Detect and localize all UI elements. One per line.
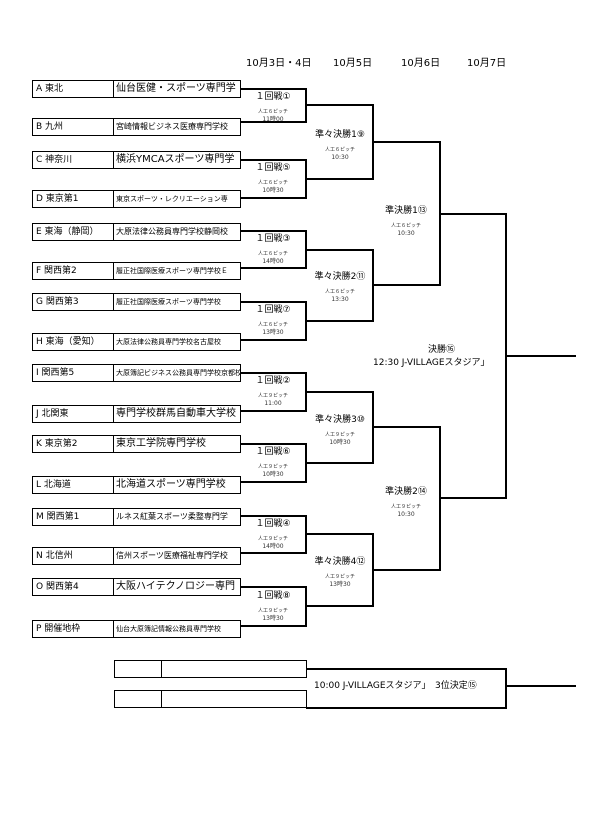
quarterfinal-match-time: 10:30 xyxy=(331,154,349,161)
quarterfinal-match-label: 準々決勝3⑩ xyxy=(315,415,365,425)
quarterfinal-match-venue: 人工６ピッチ xyxy=(324,289,356,295)
round1-match-time: 13時30 xyxy=(262,615,284,622)
quarterfinal-match-label: 準々決勝2⑪ xyxy=(314,272,366,282)
team-region: P 開催地枠 xyxy=(32,620,114,638)
round1-match-venue: 人工９ピッチ xyxy=(257,464,289,470)
quarterfinal-match-venue: 人工６ピッチ xyxy=(324,147,356,153)
round1-match-venue: 人工９ピッチ xyxy=(257,608,289,614)
round1-match-label: １回戦⑥ xyxy=(255,447,291,457)
round1-match-time: 11時00 xyxy=(262,116,284,123)
team-region: F 関西第2 xyxy=(32,262,114,280)
round1-match-venue: 人工９ピッチ xyxy=(257,536,289,542)
final-detail: 12:30 J-VILLAGEスタジア」 xyxy=(373,358,490,368)
team-region: J 北関東 xyxy=(32,405,114,423)
team-school: 大原法律公務員専門学校静岡校 xyxy=(113,223,241,241)
team-region: K 東京第2 xyxy=(32,435,114,453)
round1-match-venue: 人工６ピッチ xyxy=(257,180,289,186)
team-school: 東京スポーツ・レクリエーション専 xyxy=(113,190,241,208)
quarterfinal-match-label: 準々決勝4⑫ xyxy=(314,557,366,567)
team-school: 大阪ハイテクノロジー専門 xyxy=(113,578,241,596)
team-school: 仙台医健・スポーツ専門学 xyxy=(113,80,241,98)
quarterfinal-match-venue: 人工９ピッチ xyxy=(324,432,356,438)
team-region: O 関西第4 xyxy=(32,578,114,596)
team-school: 東京工学院専門学校 xyxy=(113,435,241,453)
semifinal-match-label: 準決勝2⑭ xyxy=(385,487,427,497)
team-school: 履正社国際医療スポーツ専門学校 xyxy=(113,293,241,311)
team-region: E 東海（静岡） xyxy=(32,223,114,241)
team-school: 専門学校群馬自動車大学校 xyxy=(113,405,241,423)
round1-match-venue: 人工６ピッチ xyxy=(257,109,289,115)
round1-match-time: 10時30 xyxy=(262,471,284,478)
round1-match-venue: 人工６ピッチ xyxy=(257,251,289,257)
team-region: C 神奈川 xyxy=(32,151,114,169)
date-semifinal: 10月6日 xyxy=(401,58,441,69)
date-quarterfinal: 10月5日 xyxy=(333,58,373,69)
third-place-school-2 xyxy=(161,690,307,708)
round1-match-time: 10時30 xyxy=(262,187,284,194)
team-region: B 九州 xyxy=(32,118,114,136)
team-region: M 関西第1 xyxy=(32,508,114,526)
team-school: 北海道スポーツ専門学校 xyxy=(113,476,241,494)
round1-match-label: １回戦① xyxy=(255,92,291,102)
final-label: 決勝⑯ xyxy=(428,345,456,355)
quarterfinal-match-time: 13:30 xyxy=(331,296,349,303)
round1-match-label: １回戦③ xyxy=(255,234,291,244)
quarterfinal-match-venue: 人工９ピッチ xyxy=(324,574,356,580)
third-place-detail: 10:00 J-VILLAGEスタジア」 3位決定⑮ xyxy=(314,681,477,691)
team-region: H 東海（愛知） xyxy=(32,333,114,351)
team-region: A 東北 xyxy=(32,80,114,98)
round1-match-label: １回戦② xyxy=(255,376,291,386)
round1-match-time: 14時00 xyxy=(262,543,284,550)
team-school: 仙台大原簿記情報公務員専門学校 xyxy=(113,620,241,638)
team-school: 信州スポーツ医療福祉専門学校 xyxy=(113,547,241,565)
date-round1: 10月3日・4日 xyxy=(246,58,312,69)
round1-match-label: １回戦④ xyxy=(255,519,291,529)
date-final: 10月7日 xyxy=(467,58,507,69)
quarterfinal-match-time: 10時30 xyxy=(329,439,351,446)
semifinal-match-label: 準決勝1⑬ xyxy=(385,206,427,216)
team-school: 大原法律公務員専門学校名古屋校 xyxy=(113,333,241,351)
third-place-school-1 xyxy=(161,660,307,678)
team-school: 大原簿記ビジネス公務員専門学校京都校 xyxy=(113,364,241,382)
semifinal-match-venue: 人工６ピッチ xyxy=(390,223,422,229)
team-school: 宮崎情報ビジネス医療専門学校 xyxy=(113,118,241,136)
semifinal-match-venue: 人工９ピッチ xyxy=(390,504,422,510)
round1-match-label: １回戦⑦ xyxy=(255,305,291,315)
quarterfinal-match-label: 準々決勝1⑨ xyxy=(315,130,365,140)
team-region: L 北海道 xyxy=(32,476,114,494)
team-region: N 北信州 xyxy=(32,547,114,565)
team-school: ルネス紅葉スポーツ柔整専門学 xyxy=(113,508,241,526)
third-place-region-2 xyxy=(114,690,162,708)
team-school: 履正社国際医療スポーツ専門学校Ｅ xyxy=(113,262,241,280)
round1-match-label: １回戦⑤ xyxy=(255,163,291,173)
third-place-region-1 xyxy=(114,660,162,678)
quarterfinal-match-time: 13時30 xyxy=(329,581,351,588)
team-region: I 関西第5 xyxy=(32,364,114,382)
round1-match-venue: 人工９ピッチ xyxy=(257,393,289,399)
round1-match-label: １回戦⑧ xyxy=(255,591,291,601)
team-region: D 東京第1 xyxy=(32,190,114,208)
team-school: 横浜YMCAスポーツ専門学 xyxy=(113,151,241,169)
team-region: G 関西第3 xyxy=(32,293,114,311)
semifinal-match-time: 10:30 xyxy=(397,511,415,518)
round1-match-time: 11:00 xyxy=(264,400,282,407)
round1-match-time: 14時00 xyxy=(262,258,284,265)
round1-match-time: 13時30 xyxy=(262,329,284,336)
semifinal-match-time: 10:30 xyxy=(397,230,415,237)
round1-match-venue: 人工６ピッチ xyxy=(257,322,289,328)
